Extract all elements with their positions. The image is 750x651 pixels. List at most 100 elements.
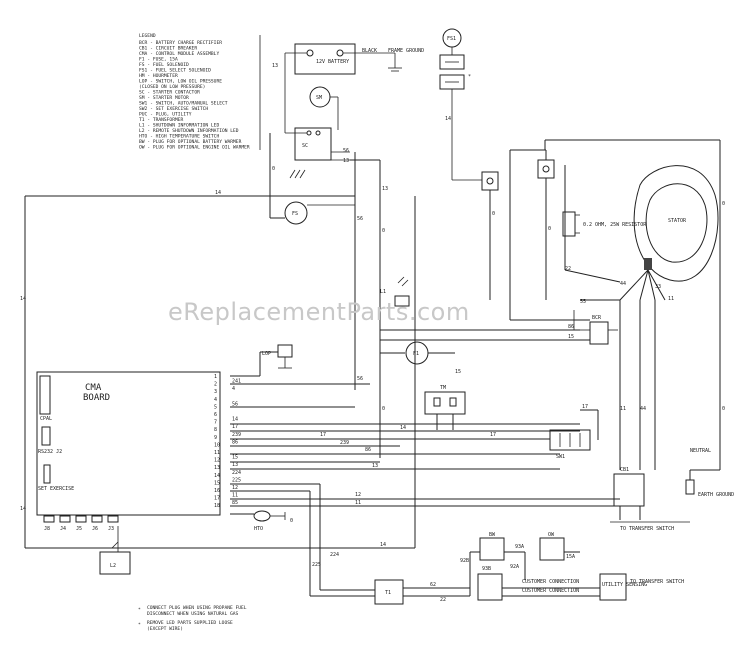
l2-box bbox=[99, 551, 131, 575]
cma-pin-number: 10 bbox=[214, 442, 220, 448]
cma-wire-label: 85 bbox=[232, 500, 238, 506]
bw-label: BW bbox=[489, 532, 496, 538]
wire-label-56: 56 bbox=[357, 216, 363, 222]
tm-label: TM bbox=[440, 385, 446, 391]
wire-label-14c: 14 bbox=[20, 506, 26, 512]
wire-labels: 14 14 14 14 56 56 13 0 0 14 56 13 0 0 0 … bbox=[20, 63, 725, 603]
cma-wire-label: 239 bbox=[232, 432, 241, 438]
to-transfer-switch-label: TO TRANSFER SWITCH bbox=[620, 526, 674, 532]
note-star-1: * bbox=[138, 607, 141, 613]
wire-label-55: 55 bbox=[580, 299, 586, 305]
rs232-label: RS232 J2 bbox=[38, 449, 62, 455]
utility-sensing-label: UTILITY SENSING bbox=[602, 582, 647, 588]
l2-arrow bbox=[111, 541, 119, 549]
hto: HTO bbox=[253, 510, 286, 532]
legend-item: PUC - PLUG, UTILITY bbox=[139, 112, 192, 118]
legend-item: FS1 - FUEL SELECT SOLENOID bbox=[139, 68, 211, 74]
terminal-block bbox=[477, 573, 503, 601]
sw1-label: SW1 bbox=[556, 454, 565, 460]
set-exercise-switch bbox=[43, 464, 51, 484]
l2-led: L2 bbox=[99, 526, 131, 575]
sw1: SW1 bbox=[549, 409, 599, 460]
bcr: BCR bbox=[380, 310, 618, 345]
cpal-label: CPAL bbox=[40, 416, 52, 422]
fs1-solenoid: FS1 * bbox=[439, 28, 482, 181]
legend-item: SW1 - SWITCH, AUTO/MANUAL SELECT bbox=[139, 101, 228, 107]
legend-item: SW2 - SET EXERCISE SWITCH bbox=[139, 106, 208, 112]
fuse: F1 bbox=[380, 341, 455, 365]
legend-item: HM - HOURMETER bbox=[139, 73, 178, 79]
lop: LOP bbox=[262, 344, 293, 369]
cb1: CB1 NEUTRAL EARTH GROUND TO TRANSFER SWI… bbox=[610, 448, 734, 532]
t1: T1 bbox=[374, 579, 470, 605]
cma-label-2: BOARD bbox=[83, 393, 110, 403]
wire-label-33: 33 bbox=[655, 284, 661, 290]
note-2: DISCONNECT WHEN USING NATURAL GAS bbox=[147, 611, 239, 617]
battery-label: 12V BATTERY bbox=[316, 59, 349, 65]
wire-label-86: 86 bbox=[568, 324, 574, 330]
sc-ground-c bbox=[299, 169, 306, 179]
sc-box bbox=[294, 127, 332, 161]
fs1-label: FS1 bbox=[447, 36, 456, 42]
cma-jack-label: J8 bbox=[44, 526, 50, 532]
battery-terminal-pos bbox=[336, 49, 344, 57]
stator-lead-3 bbox=[647, 269, 656, 301]
customer-connection-label-2: CUSTOMER CONNECTION bbox=[522, 588, 579, 594]
resistor-box bbox=[562, 211, 576, 237]
cma-wire-label: 11 bbox=[232, 493, 238, 499]
wire-label-12: 12 bbox=[355, 492, 361, 498]
cma-jack-label: J3 bbox=[108, 526, 114, 532]
cma-wire-label: 86 bbox=[232, 439, 238, 445]
t1-label: T1 bbox=[385, 590, 391, 596]
cma-pin-number: 2 bbox=[214, 382, 217, 388]
wire-label-93b: 93B bbox=[482, 566, 491, 572]
cma-wire-label: 15 bbox=[232, 455, 238, 461]
wire-label-0f: 0 bbox=[722, 406, 725, 412]
wire-label-44: 44 bbox=[620, 281, 626, 287]
starter-contactor: SC bbox=[284, 53, 350, 179]
black-label: BLACK bbox=[362, 48, 377, 54]
cma-board-box bbox=[36, 371, 221, 516]
wire-label-56c: 56 bbox=[343, 148, 349, 154]
cma-pin-number: 13 bbox=[214, 465, 220, 471]
cma-pin-number: 18 bbox=[214, 503, 220, 509]
l2-label: L2 bbox=[110, 563, 116, 569]
wire-label-13d: 13 bbox=[372, 463, 378, 469]
legend-title: LEGEND bbox=[139, 33, 156, 39]
legend-item: BCR - BATTERY CHARGE RECTIFIER bbox=[139, 40, 222, 46]
tm-box bbox=[424, 391, 466, 415]
wire-label-86b: 86 bbox=[365, 447, 371, 453]
sc-label: SC bbox=[302, 143, 308, 149]
tm: TM bbox=[424, 385, 466, 430]
battery-box bbox=[294, 43, 356, 75]
stator-terminal bbox=[644, 258, 652, 270]
cma-wire-label: 56 bbox=[232, 401, 238, 407]
wire-label-239: 239 bbox=[340, 440, 349, 446]
legend-item: LOP - SWITCH, LOW OIL PRESSURE bbox=[139, 79, 222, 85]
stator-inner bbox=[645, 183, 708, 263]
hto-body bbox=[253, 510, 271, 522]
cma-jack bbox=[107, 515, 119, 523]
l1-arrow-1 bbox=[397, 276, 405, 284]
l1-box bbox=[394, 295, 410, 307]
wire-label-14a: 14 bbox=[215, 190, 221, 196]
legend-item: CMA - CONTROL MODULE ASSEMBLY bbox=[139, 51, 219, 57]
wire-label-17: 17 bbox=[582, 404, 588, 410]
cma-jack bbox=[75, 515, 87, 523]
legend-item: BW - PLUG FOR OPTIONAL BATTERY WARMER bbox=[139, 139, 242, 145]
cma-jack-label: J6 bbox=[92, 526, 98, 532]
plug-b-pin bbox=[542, 165, 550, 173]
wire-label-224: 224 bbox=[330, 552, 339, 558]
ow-box bbox=[539, 537, 565, 561]
t1-box bbox=[374, 579, 404, 605]
wire-label-0g: 0 bbox=[382, 406, 385, 412]
cma-pin-number: 16 bbox=[214, 488, 220, 494]
tm-pin-1 bbox=[433, 397, 441, 407]
wire-label-0h: 0 bbox=[290, 518, 293, 524]
note-1: CONNECT PLUG WHEN USING PROPANE FUEL bbox=[147, 605, 247, 611]
note-4: (EXCEPT WIRE) bbox=[147, 626, 183, 632]
legend-item: SC - STARTER CONTACTOR bbox=[139, 90, 200, 96]
